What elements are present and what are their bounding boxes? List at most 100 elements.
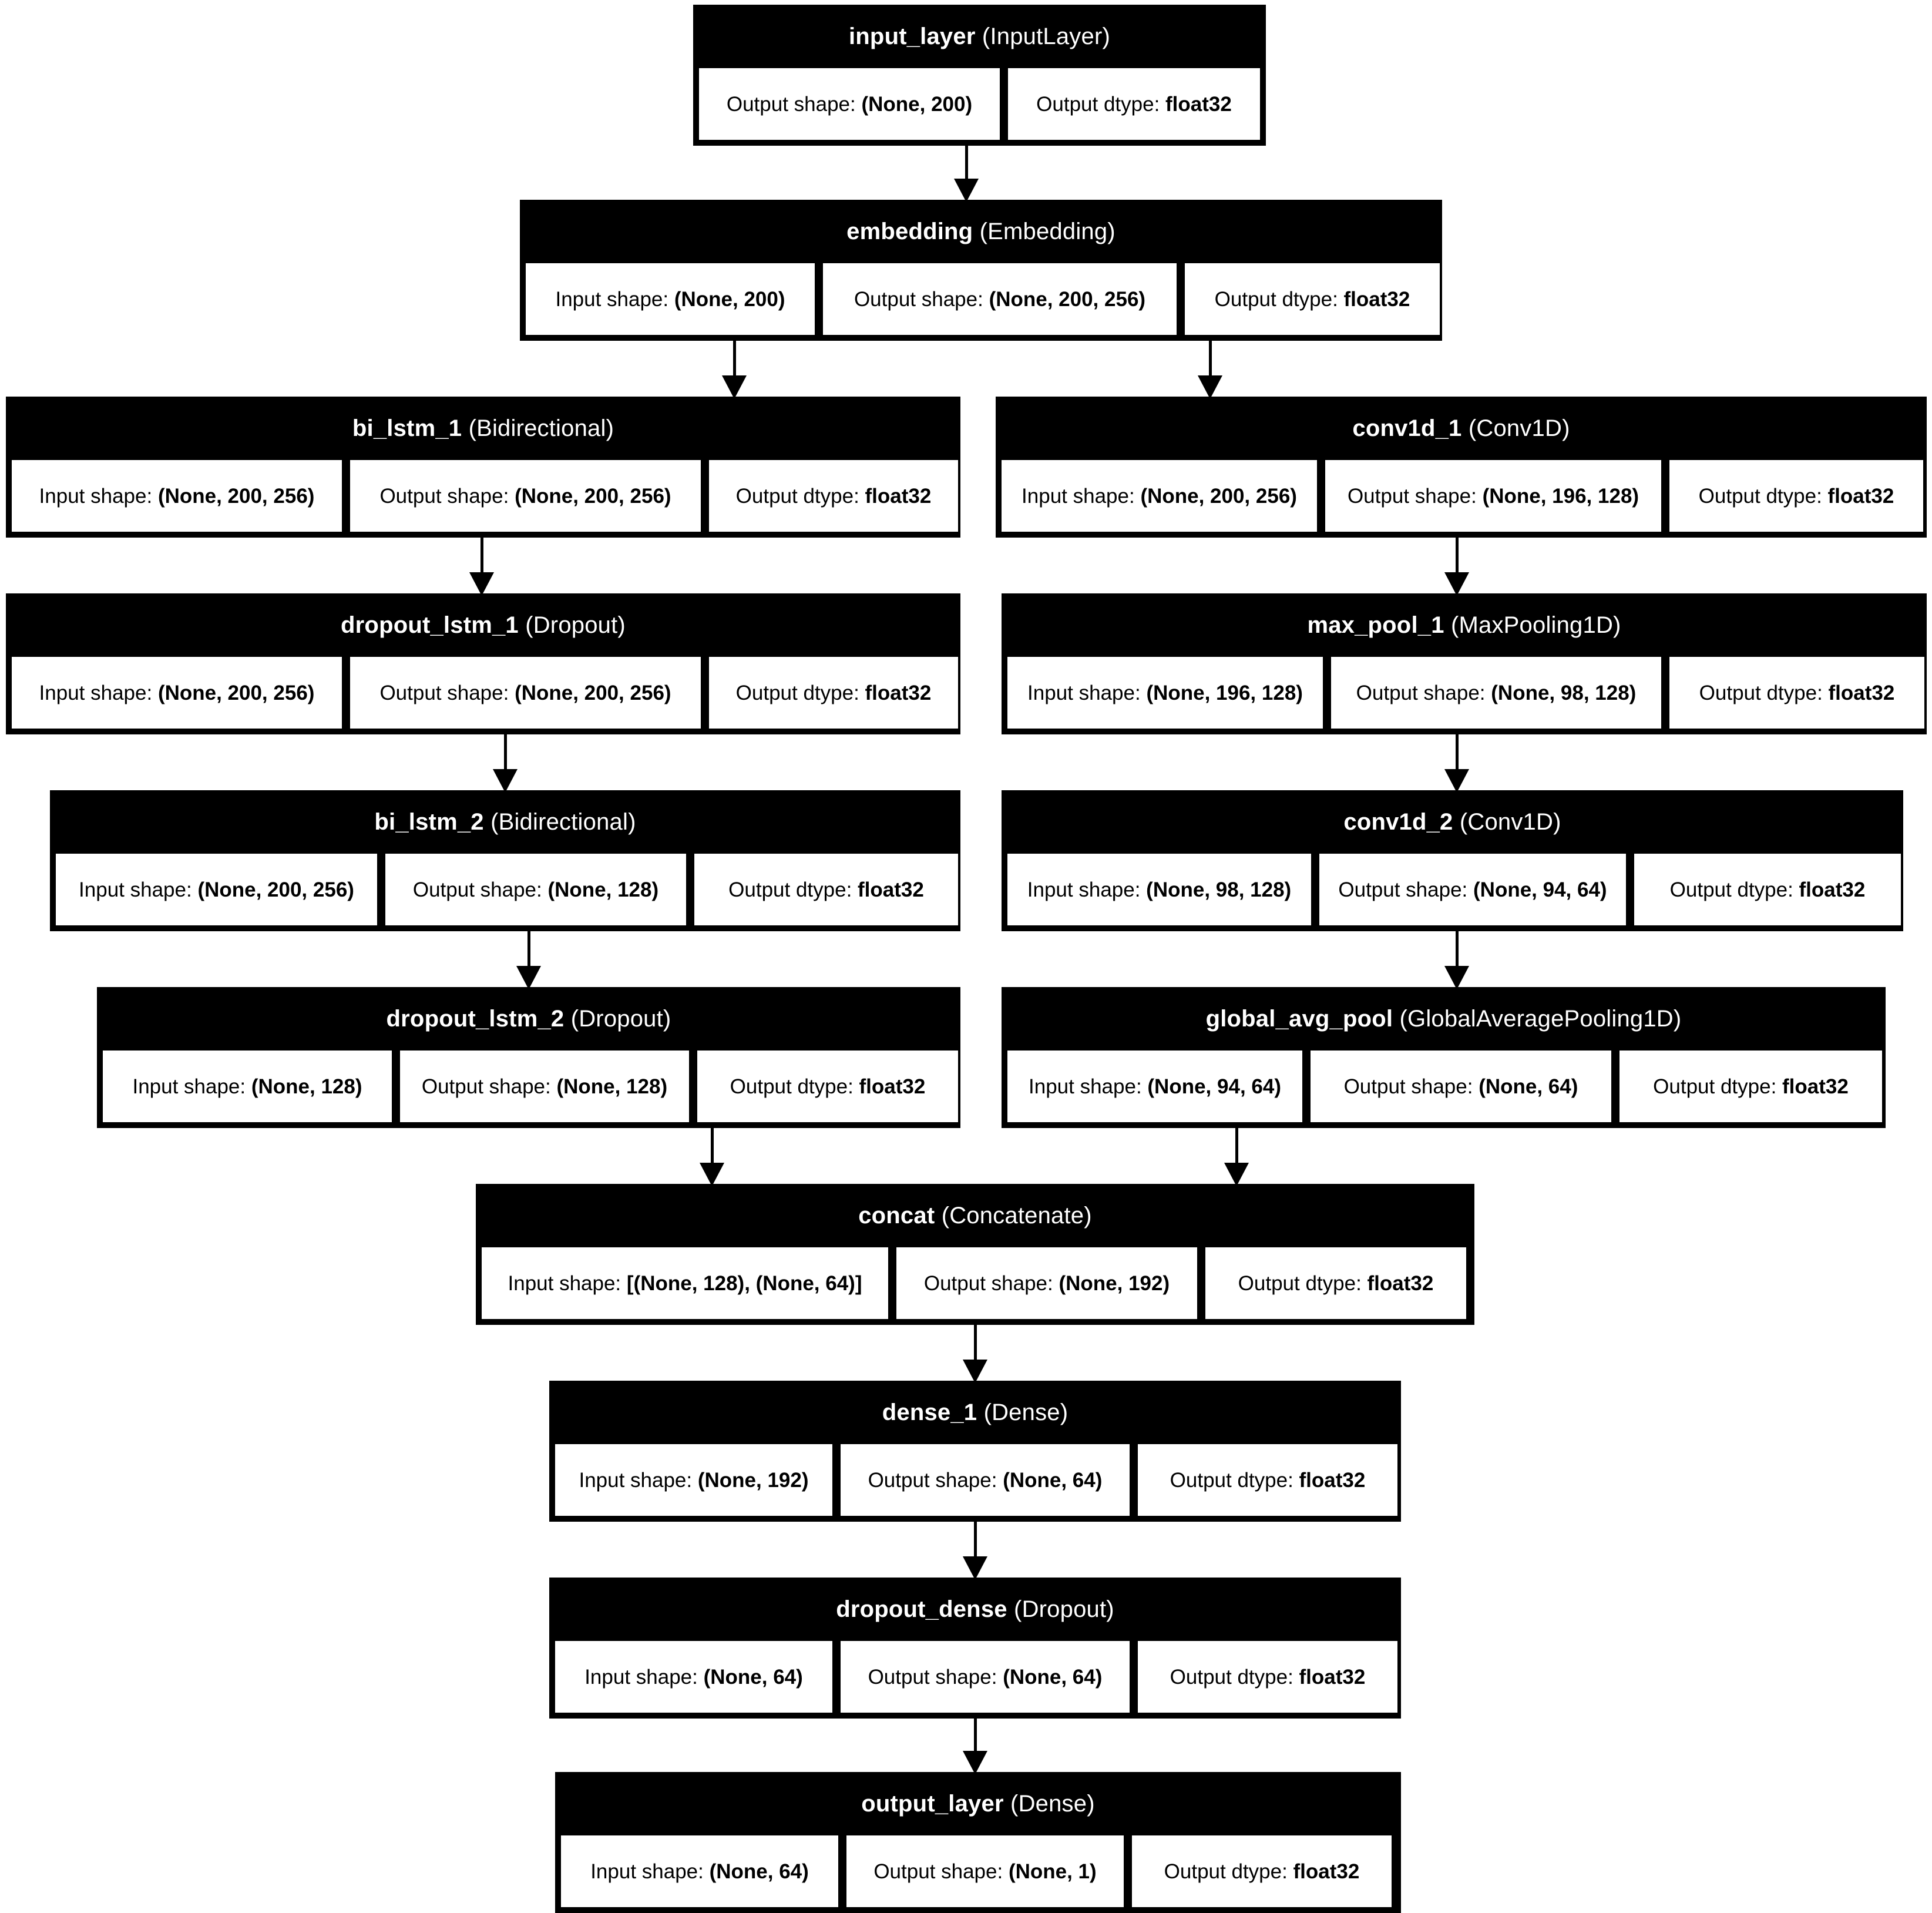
info-cell-label: Output dtype:: [1699, 681, 1823, 704]
info-cell-value: float32: [1799, 878, 1866, 901]
layer-node-concat[interactable]: concat (Concatenate)Input shape: [(None,…: [476, 1184, 1474, 1325]
edge-line-dense_1-to-dropout_dense: [974, 1522, 977, 1556]
layer-info-cell: Output dtype: float32: [1203, 1245, 1469, 1321]
info-cell-label: Input shape:: [555, 287, 669, 311]
layer-info-cell: Input shape: (None, 128): [100, 1048, 394, 1125]
layer-node-dropout_lstm_1[interactable]: dropout_lstm_1 (Dropout)Input shape: (No…: [6, 593, 960, 734]
info-cell-label: Input shape:: [1027, 681, 1141, 704]
info-cell-label: Input shape:: [508, 1271, 621, 1295]
layer-title-bi_lstm_2: bi_lstm_2 (Bidirectional): [53, 794, 957, 851]
layer-node-global_avg_pool[interactable]: global_avg_pool (GlobalAveragePooling1D)…: [1002, 987, 1886, 1128]
layer-info-cell: Output shape: (None, 64): [1308, 1048, 1614, 1125]
layer-info-cell: Output dtype: float32: [1617, 1048, 1884, 1125]
info-cell-label: Output dtype:: [730, 1075, 854, 1098]
layer-name: global_avg_pool: [1205, 1006, 1393, 1032]
layer-node-dense_1[interactable]: dense_1 (Dense)Input shape: (None, 192)O…: [549, 1381, 1401, 1522]
layer-info-cell: Input shape: (None, 200, 256): [9, 458, 344, 534]
layer-node-max_pool_1[interactable]: max_pool_1 (MaxPooling1D)Input shape: (N…: [1002, 593, 1927, 734]
layer-class: (Dropout): [525, 612, 626, 638]
layer-info-row: Input shape: (None, 200, 256)Output shap…: [53, 851, 960, 928]
layer-info-cell: Output shape: (None, 200, 256): [821, 261, 1179, 337]
layer-class: (Conv1D): [1459, 809, 1561, 835]
layer-info-row: Input shape: (None, 94, 64)Output shape:…: [1005, 1048, 1884, 1125]
layer-node-embedding[interactable]: embedding (Embedding)Input shape: (None,…: [520, 200, 1442, 341]
layer-info-row: Input shape: (None, 64)Output shape: (No…: [559, 1833, 1397, 1909]
edge-arrowhead-concat-to-dense_1: [963, 1360, 987, 1383]
layer-name: conv1d_2: [1343, 809, 1453, 835]
layer-name: conv1d_1: [1352, 415, 1462, 441]
edge-arrowhead-dropout_lstm_1-to-bi_lstm_2: [493, 769, 518, 793]
layer-info-cell: Input shape: (None, 64): [553, 1639, 835, 1715]
layer-info-cell: Output shape: (None, 192): [894, 1245, 1199, 1321]
layer-name: dense_1: [882, 1399, 977, 1425]
edge-arrowhead-embedding-to-conv1d_1: [1198, 375, 1222, 399]
layer-info-cell: Output dtype: float32: [1667, 458, 1926, 534]
layer-title-bi_lstm_1: bi_lstm_1 (Bidirectional): [9, 400, 957, 458]
info-cell-value: float32: [1165, 92, 1232, 116]
info-cell-label: Output dtype:: [1170, 1665, 1293, 1689]
layer-title-dropout_lstm_2: dropout_lstm_2 (Dropout): [100, 991, 957, 1048]
edge-arrowhead-global_avg_pool-to-concat: [1224, 1163, 1249, 1186]
layer-node-conv1d_2[interactable]: conv1d_2 (Conv1D)Input shape: (None, 98,…: [1002, 790, 1903, 931]
layer-node-bi_lstm_1[interactable]: bi_lstm_1 (Bidirectional)Input shape: (N…: [6, 397, 960, 538]
layer-class: (Dropout): [1014, 1596, 1114, 1622]
edge-line-dropout_lstm_1-to-bi_lstm_2: [504, 734, 507, 769]
info-cell-label: Input shape:: [590, 1860, 704, 1883]
info-cell-value: (None, 98, 128): [1491, 681, 1637, 704]
info-cell-value: (None, 64): [1479, 1075, 1578, 1098]
layer-name: input_layer: [848, 24, 976, 49]
layer-class: (Concatenate): [941, 1203, 1092, 1229]
info-cell-label: Output dtype:: [1669, 878, 1793, 901]
info-cell-value: (None, 200, 256): [1140, 484, 1297, 508]
edge-line-bi_lstm_2-to-dropout_lstm_2: [527, 931, 530, 966]
layer-info-cell: Output shape: (None, 98, 128): [1329, 655, 1664, 731]
layer-title-max_pool_1: max_pool_1 (MaxPooling1D): [1005, 597, 1923, 655]
layer-info-cell: Output dtype: float32: [1182, 261, 1442, 337]
info-cell-value: (None, 94, 64): [1473, 878, 1607, 901]
info-cell-value: [(None, 128), (None, 64)]: [626, 1271, 862, 1295]
edge-arrowhead-embedding-to-bi_lstm_1: [722, 375, 747, 399]
info-cell-value: float32: [1367, 1271, 1434, 1295]
info-cell-label: Output shape:: [1338, 878, 1468, 901]
info-cell-value: float32: [859, 1075, 926, 1098]
info-cell-value: float32: [865, 681, 932, 704]
info-cell-label: Output dtype:: [1653, 1075, 1777, 1098]
info-cell-value: float32: [1293, 1860, 1360, 1883]
info-cell-label: Input shape:: [39, 484, 153, 508]
layer-info-cell: Output shape: (None, 196, 128): [1323, 458, 1664, 534]
layer-info-cell: Input shape: (None, 196, 128): [1005, 655, 1325, 731]
edge-arrowhead-bi_lstm_1-to-dropout_lstm_1: [469, 572, 494, 596]
layer-class: (Bidirectional): [490, 809, 636, 835]
info-cell-value: (None, 192): [697, 1468, 809, 1492]
edge-line-concat-to-dense_1: [974, 1325, 977, 1360]
layer-info-cell: Output shape: (None, 200, 256): [348, 458, 703, 534]
layer-name: dropout_lstm_1: [341, 612, 519, 638]
info-cell-label: Output dtype:: [1170, 1468, 1293, 1492]
edge-line-max_pool_1-to-conv1d_2: [1456, 734, 1459, 769]
layer-info-cell: Input shape: (None, 200, 256): [999, 458, 1319, 534]
edge-arrowhead-dropout_lstm_2-to-concat: [700, 1163, 724, 1186]
layer-info-cell: Input shape: [(None, 128), (None, 64)]: [479, 1245, 891, 1321]
edge-arrowhead-max_pool_1-to-conv1d_2: [1444, 769, 1469, 793]
info-cell-label: Output dtype:: [735, 681, 859, 704]
layer-node-dropout_dense[interactable]: dropout_dense (Dropout) Input shape: (Non…: [549, 1578, 1401, 1719]
info-cell-value: (None, 200, 256): [989, 287, 1146, 311]
layer-info-cell: Input shape: (None, 94, 64): [1005, 1048, 1305, 1125]
layer-class: (Bidirectional): [468, 415, 614, 441]
edge-line-input_layer-to-embedding: [965, 146, 968, 179]
layer-name: dropout_dense: [836, 1596, 1007, 1622]
layer-node-output_layer[interactable]: output_layer (Dense)Input shape: (None, …: [555, 1772, 1401, 1913]
layer-info-cell: Output shape: (None, 128): [398, 1048, 691, 1125]
edge-arrowhead-bi_lstm_2-to-dropout_lstm_2: [516, 966, 541, 989]
layer-node-bi_lstm_2[interactable]: bi_lstm_2 (Bidirectional)Input shape: (N…: [50, 790, 960, 931]
layer-node-input_layer[interactable]: input_layer (InputLayer)Output shape: (N…: [693, 5, 1266, 146]
layer-title-conv1d_2: conv1d_2 (Conv1D): [1005, 794, 1900, 851]
layer-node-dropout_lstm_2[interactable]: dropout_lstm_2 (Dropout)Input shape: (No…: [97, 987, 960, 1128]
layer-node-conv1d_1[interactable]: conv1d_1 (Conv1D)Input shape: (None, 200…: [996, 397, 1927, 538]
info-cell-value: float32: [858, 878, 924, 901]
info-cell-value: (None, 200, 256): [157, 484, 315, 508]
info-cell-value: (None, 200, 256): [157, 681, 315, 704]
info-cell-value: (None, 64): [703, 1665, 803, 1689]
edge-arrowhead-conv1d_1-to-max_pool_1: [1444, 572, 1469, 596]
layer-name: bi_lstm_1: [352, 415, 462, 441]
